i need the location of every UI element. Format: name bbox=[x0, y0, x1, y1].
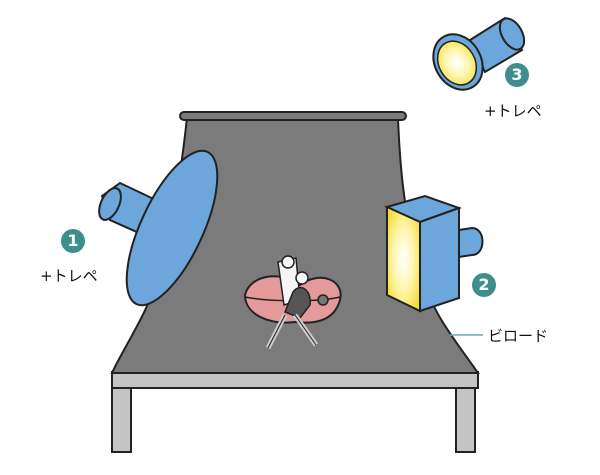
backdrop-label: ビロード bbox=[488, 327, 549, 345]
light-1-label: +トレペ bbox=[40, 267, 98, 285]
light-1-softbox bbox=[98, 149, 219, 307]
model-on-lip-sofa bbox=[243, 255, 342, 350]
light-3-label: +トレペ bbox=[484, 102, 542, 120]
backdrop-roll bbox=[179, 111, 407, 121]
light-1-badge: 1 bbox=[61, 229, 85, 253]
light-2-box bbox=[384, 194, 484, 313]
light-2-badge: 2 bbox=[472, 273, 496, 297]
light-3-reflector bbox=[432, 16, 526, 91]
light-3-badge: 3 bbox=[505, 63, 529, 87]
table bbox=[111, 371, 479, 453]
